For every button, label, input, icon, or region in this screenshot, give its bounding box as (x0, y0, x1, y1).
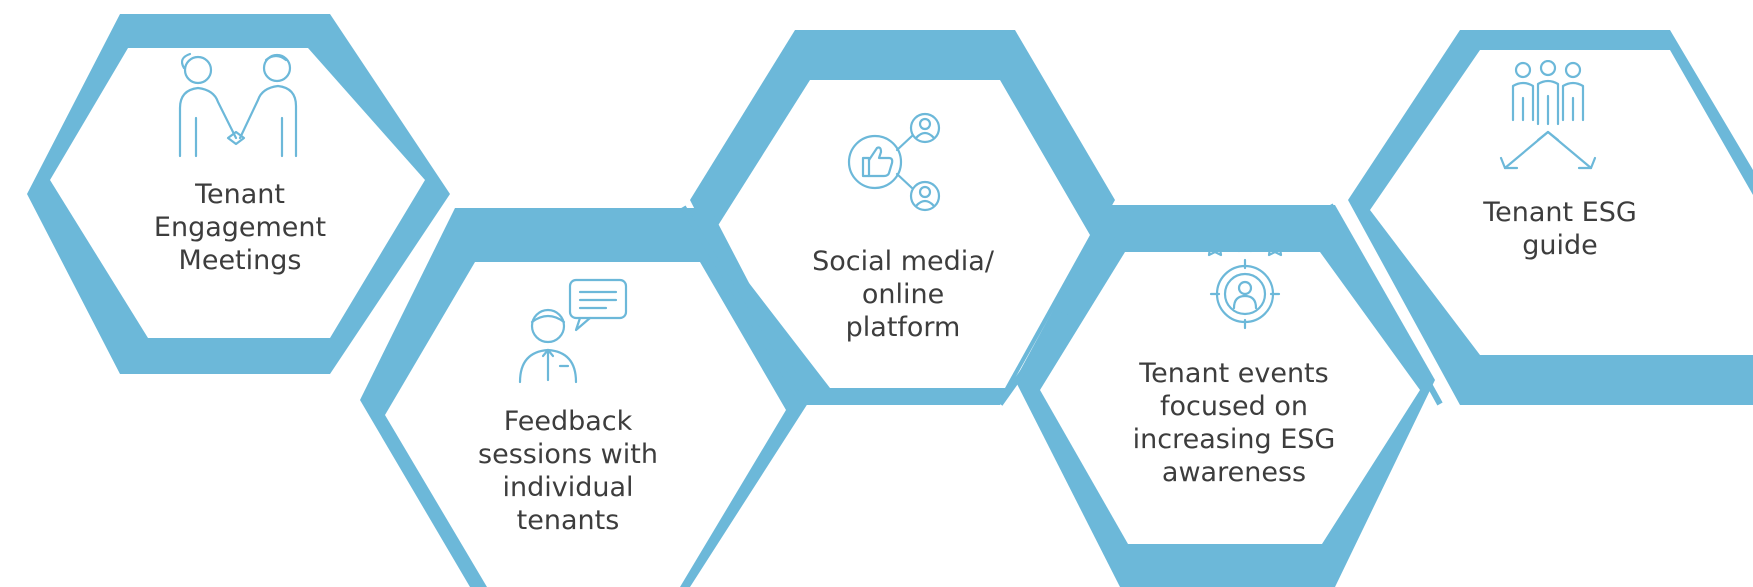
hexagon-3-label: Social media/ online platform (812, 246, 994, 343)
hexagon-5-label: Tenant ESG guide (1483, 197, 1637, 261)
hexagon-1-label: Tenant Engagement Meetings (153, 179, 327, 276)
hexagon-4 (1015, 205, 1435, 587)
handshake-icon (178, 52, 298, 158)
hexagon-1 (27, 14, 450, 374)
thumbs-up-network-icon (847, 112, 941, 212)
speech-bubble-person-icon (518, 278, 628, 384)
hexagon-2-label: Feedback sessions with individual tenant… (478, 406, 658, 536)
star-target-person-icon (1203, 232, 1287, 330)
hexagon-5 (1348, 30, 1753, 405)
hexagon-4-label: Tenant events focused on increasing ESG … (1132, 358, 1336, 488)
people-arrows-icon (1499, 60, 1597, 170)
hexagon-2 (360, 208, 810, 587)
separator-strips (680, 203, 1443, 406)
hexagon-3 (690, 30, 1115, 405)
